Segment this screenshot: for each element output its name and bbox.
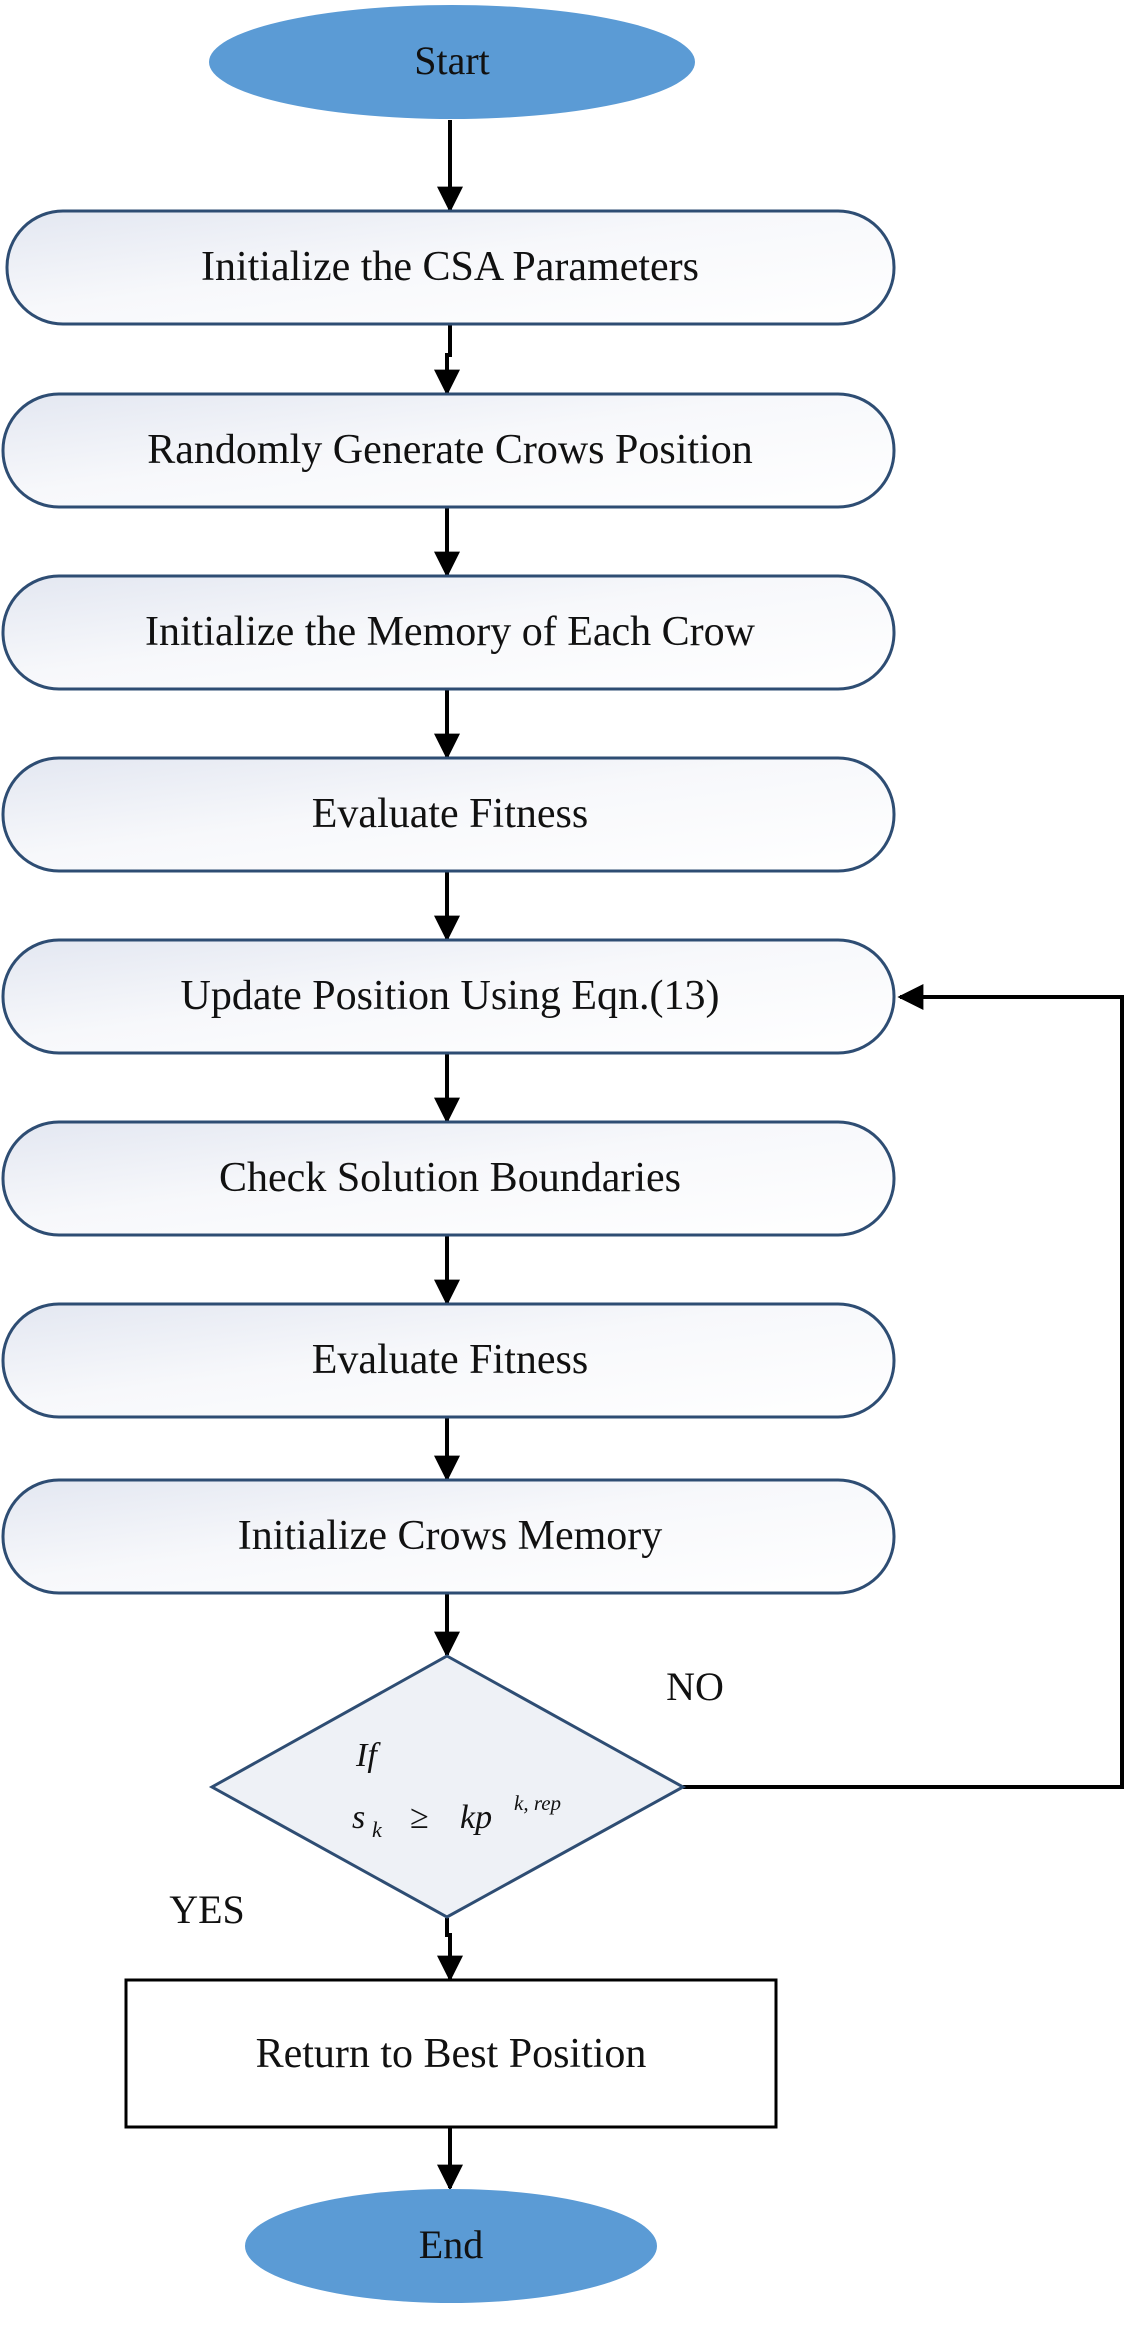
- arrow-step-1-to-step-2: [434, 325, 460, 396]
- decision-s-sub: k: [372, 1817, 383, 1842]
- decision-diamond: [208, 1654, 687, 1919]
- step-7: Evaluate Fitness: [1, 1302, 896, 1419]
- step-8: Initialize Crows Memory: [1, 1478, 896, 1595]
- decision-s-var: s: [352, 1799, 365, 1836]
- step-2: Randomly Generate Crows Position: [1, 392, 896, 509]
- no-branch-label: NO: [666, 1664, 724, 1709]
- step-3: Initialize the Memory of Each Crow: [1, 574, 896, 691]
- step-4: Evaluate Fitness: [1, 756, 896, 873]
- final-step-label: Return to Best Position: [256, 2031, 647, 2077]
- end-label: End: [419, 2222, 483, 2267]
- decision-kp-var: kp: [460, 1799, 492, 1836]
- step-label: Check Solution Boundaries: [219, 1155, 681, 1201]
- start-terminal: Start: [209, 5, 695, 119]
- decision-kp-sup: k, rep: [514, 1791, 561, 1815]
- step-label: Initialize the CSA Parameters: [201, 244, 699, 290]
- step-box: [1, 756, 896, 873]
- end-terminal: End: [245, 2189, 657, 2303]
- connectors: [434, 120, 1124, 2191]
- arrow-decision-no-loop: [683, 984, 1124, 1789]
- step-label: Initialize Crows Memory: [238, 1513, 663, 1559]
- step-box: [1, 574, 896, 691]
- step-label: Initialize the Memory of Each Crow: [145, 609, 756, 655]
- step-label: Evaluate Fitness: [312, 1337, 588, 1383]
- step-label: Update Position Using Eqn.(13): [181, 973, 720, 1019]
- step-box: [1, 938, 896, 1055]
- end-ellipse: [245, 2189, 657, 2303]
- step-box: [1, 1302, 896, 1419]
- step-6: Check Solution Boundaries: [1, 1120, 896, 1237]
- start-ellipse: [209, 5, 695, 119]
- step-box: [5, 209, 896, 326]
- step-box: [1, 1120, 896, 1237]
- decision-operator: ≥: [410, 1799, 429, 1836]
- start-label: Start: [414, 38, 490, 83]
- step-box: [1, 1478, 896, 1595]
- step-5: Update Position Using Eqn.(13): [1, 938, 896, 1055]
- arrow-decision-yes: [437, 1918, 463, 1982]
- decision: If s k ≥ kp k, rep: [208, 1654, 687, 1919]
- final-step-box: [124, 1978, 778, 2129]
- step-1: Initialize the CSA Parameters: [5, 209, 896, 326]
- yes-branch-label: YES: [169, 1887, 245, 1932]
- final-step: Return to Best Position: [124, 1978, 778, 2129]
- step-label: Evaluate Fitness: [312, 791, 588, 837]
- decision-condition: s k ≥ kp k, rep: [352, 1791, 561, 1842]
- step-box: [1, 392, 896, 509]
- step-label: Randomly Generate Crows Position: [147, 427, 752, 473]
